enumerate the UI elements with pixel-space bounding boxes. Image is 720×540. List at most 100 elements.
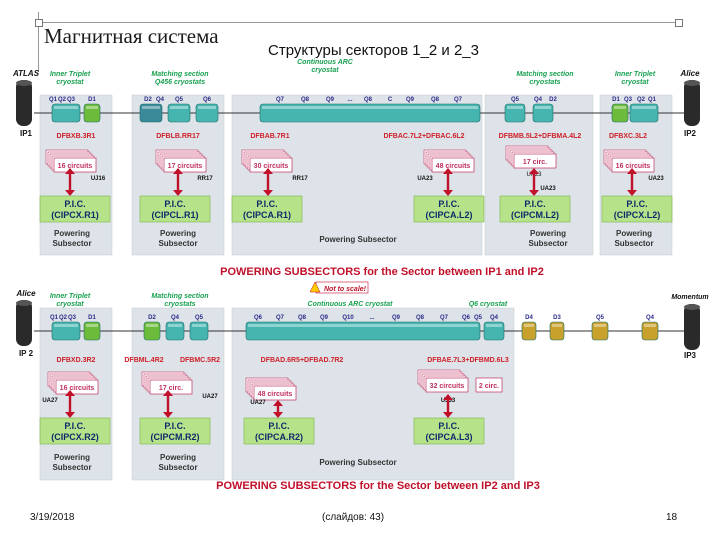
upper-alcove-2: RR17: [292, 176, 308, 182]
lower-circuits-1-label: 17 circ.: [159, 385, 183, 392]
upper-subsector-0-b: Subsector: [52, 239, 91, 248]
upper-pic-0-line1: P.I.C.: [64, 199, 85, 209]
lower-arc-cryostat: [245, 321, 481, 341]
lower-circuits-2-label: 48 circuits: [258, 391, 293, 398]
upper-group-label-4-a: Inner Triplet: [615, 71, 656, 78]
upper-subsector-1-b: Subsector: [158, 239, 197, 248]
lower-magnet-q5-warm: [591, 321, 609, 341]
upper-circuits-3-label: 48 circuits: [436, 163, 471, 170]
upper-arrow-0-head-up: [65, 168, 75, 174]
upper-magnet-d1: [83, 103, 101, 123]
upper-magnet-label-14: Q9: [406, 97, 415, 103]
upper-right-ip-cylinder: [684, 80, 700, 126]
upper-circuits-4-card: [513, 153, 557, 169]
upper-magnet-q4r: [532, 103, 554, 123]
lower-magnet-label-21: Q5: [596, 315, 605, 321]
lower-arrow-0-head-down: [65, 412, 75, 418]
upper-magnet-d2-shine: [142, 106, 160, 109]
upper-pic-5-line2: (CIPCX.L2): [614, 210, 661, 220]
upper-magnet-label-20: D1: [612, 97, 620, 103]
lower-dfb-0: DFBXD.3R2: [57, 357, 96, 364]
upper-magnet-label-21: Q3: [624, 97, 633, 103]
lower-pic-2: [243, 417, 315, 445]
lower-magnet-label-17: Q5: [474, 315, 483, 321]
upper-subsector-4-b: Subsector: [614, 239, 653, 248]
upper-magnet-d2: [139, 103, 163, 123]
upper-magnet-q1-q3: [51, 103, 81, 123]
upper-left-ip-cylinder: [16, 80, 32, 126]
lower-magnet-d1-shine: [86, 324, 98, 327]
lower-magnet-label-3: D1: [88, 315, 96, 321]
slide-title: Магнитная система: [44, 24, 219, 48]
upper-magnet-label-17: Q5: [511, 97, 520, 103]
upper-dfb-4: DFBMB.5L2+DFBMA.4L2: [499, 133, 582, 140]
lower-pic-1-line2: (CIPCM.R2): [151, 432, 200, 442]
lower-alcove-1: UA27: [202, 394, 218, 400]
lower-magnet-label-13: Q9: [392, 315, 401, 321]
upper-arrow-3-head-up: [443, 168, 453, 174]
upper-magnet-d1-shine: [86, 106, 98, 109]
upper-magnet-label-10: Q9: [326, 97, 335, 103]
lower-arrow-1-head-down: [163, 412, 173, 418]
upper-alcove-1: RR17: [197, 176, 213, 182]
upper-magnet-q3r-q1r: [629, 103, 659, 123]
lower-magnet-d4-shine: [524, 324, 534, 327]
upper-group-label-0-b: cryostat: [56, 79, 84, 86]
lower-arrow-3-head-up: [443, 394, 453, 400]
upper-magnet-label-7: Q6: [203, 97, 212, 103]
lower-dfb-3: DFBAD.6R5+DFBAD.7R2: [261, 357, 344, 364]
upper-pic-1-line1: P.I.C.: [164, 199, 185, 209]
upper-magnet-label-0: Q1: [49, 97, 58, 103]
lower-magnet-label-19: D4: [525, 315, 533, 321]
lower-magnet-q4-shine: [168, 324, 182, 327]
upper-magnet-label-8: Q7: [276, 97, 285, 103]
upper-alcove-0: UJ16: [91, 176, 106, 182]
footer-slide-count: (слайдов: 43): [322, 512, 385, 523]
upper-circuits-2-label: 30 circuits: [254, 163, 289, 170]
lower-arc-cryostat-shine: [248, 324, 478, 327]
upper-arrow-3-head-down: [443, 190, 453, 196]
upper-right-ip-code: IP2: [684, 129, 697, 138]
lower-magnet-label-18: Q4: [490, 315, 499, 321]
lower-pic-1-line1: P.I.C.: [164, 421, 185, 431]
lower-group-label-0-b: cryostat: [56, 301, 84, 308]
upper-pic-5: [601, 195, 673, 223]
upper-group-label-1-b: Q456 cryostats: [155, 79, 205, 86]
lower-pic-0-line2: (CIPCX.R2): [51, 432, 99, 442]
upper-group-label-3-b: cryostats: [529, 79, 560, 86]
lower-magnet-q5-shine: [192, 324, 206, 327]
upper-left-ip-cylinder-top: [16, 80, 32, 86]
lower-magnet-label-8: Q7: [276, 315, 285, 321]
lower-group-label-3: Q6 cryostat: [469, 301, 508, 308]
lower-magnet-q1-q3-shine: [54, 324, 78, 327]
upper-magnet-q4-shine: [170, 106, 188, 109]
lower-right-ip-name: Momentum: [671, 294, 708, 301]
upper-magnet-label-13: C: [388, 97, 393, 103]
lower-right-ip-cylinder-top: [684, 304, 700, 310]
lower-magnet-label-2: Q3: [68, 315, 77, 321]
upper-dfb-0: DFBXB.3R1: [57, 133, 96, 140]
upper-subsector-0-a: Powering: [54, 229, 90, 238]
upper-magnet-label-6: Q5: [175, 97, 184, 103]
upper-arrow-0-head-down: [65, 190, 75, 196]
upper-magnet-q1-q3-shine: [54, 106, 78, 109]
upper-magnet-label-16: Q7: [454, 97, 463, 103]
upper-pic-2-line2: (CIPCA.R1): [243, 210, 291, 220]
upper-magnet-q5q6: [195, 103, 219, 123]
lower-arrow-2-head-down: [273, 412, 283, 418]
lower-pic-3: [413, 417, 485, 445]
lower-pic-3-line1: P.I.C.: [438, 421, 459, 431]
lower-dfb-2: DFBMC.5R2: [180, 357, 220, 364]
lower-magnet-q1-q3: [51, 321, 81, 341]
upper-magnet-label-2: Q3: [67, 97, 76, 103]
lower-circuits-4-label: 2 circ.: [479, 383, 499, 390]
upper-magnet-label-9: Q8: [301, 97, 310, 103]
upper-arrow-1-head-up: [173, 168, 183, 174]
upper-group-label-3-a: Matching section: [516, 71, 573, 78]
upper-circuits-1-label: 17 circuits: [168, 163, 203, 170]
upper-magnet-label-23: Q1: [648, 97, 657, 103]
lower-group-label-1-a: Matching section: [151, 293, 208, 300]
upper-magnet-d1r-shine: [614, 106, 626, 109]
lower-magnet-label-20: D3: [553, 315, 561, 321]
